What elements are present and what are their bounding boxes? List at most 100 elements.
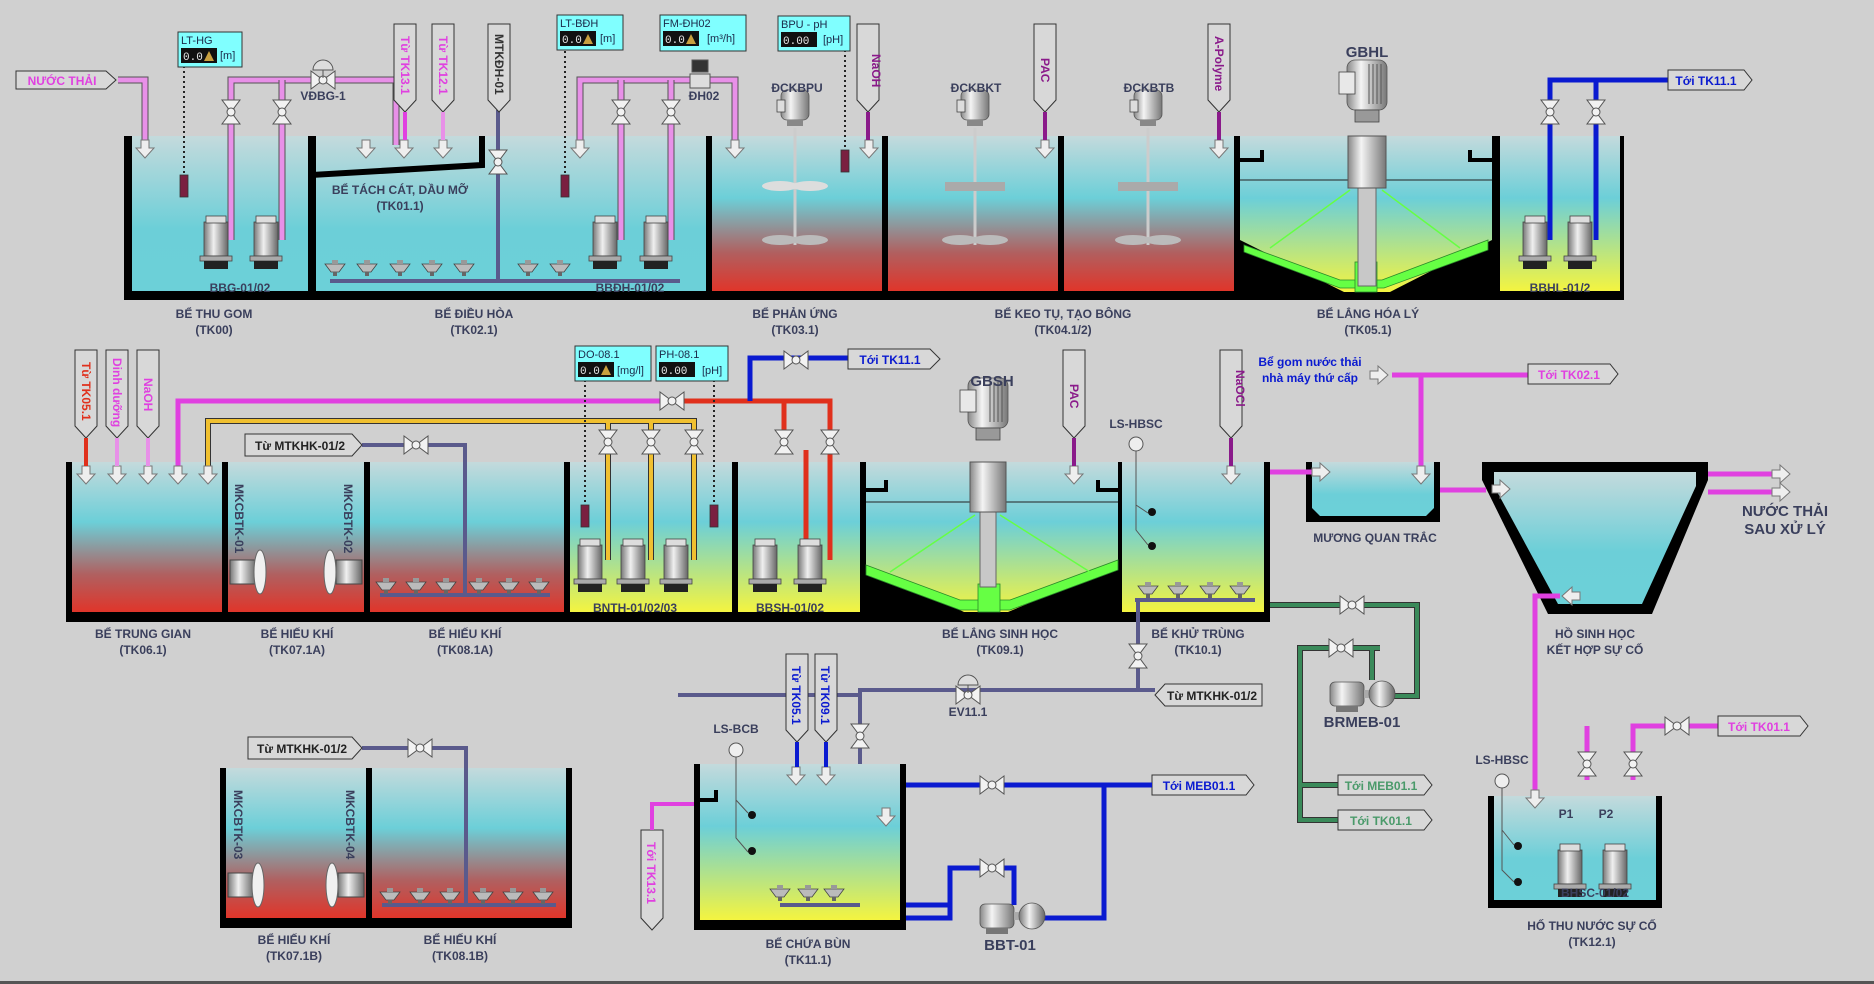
feed-tag-tu-tk131[interactable]: Từ TK13.1: [393, 23, 417, 140]
tag-tu-mtkhk-b[interactable]: Từ MTKHK-01/2: [1154, 683, 1263, 707]
valve-bnth-02[interactable]: [641, 429, 661, 455]
pump-bbhl-02[interactable]: [1563, 215, 1597, 270]
pump-bbg-02[interactable]: [249, 215, 283, 270]
feed-tag-dinh-duong[interactable]: Dinh dưỡng: [105, 349, 129, 466]
tank-muong-quan-trac[interactable]: [1306, 462, 1440, 522]
sensor-lt-hg[interactable]: LT-HG 0.0 [m]: [177, 31, 243, 68]
pipe-air-tk08b: [362, 746, 556, 907]
tank-tk03[interactable]: [706, 136, 886, 300]
mixer-mkcbtk-02[interactable]: [323, 549, 363, 595]
pump-bbdh-02[interactable]: [639, 215, 673, 270]
pump-bbhl-01[interactable]: [1518, 215, 1552, 270]
tank-label-tk08b: BỂ HIẾU KHÍ: [424, 932, 497, 947]
motor-gbhl[interactable]: [1338, 59, 1388, 123]
mixer-dckbtb[interactable]: [1115, 89, 1181, 245]
tag-tu-mtkhk-a[interactable]: Từ MTKHK-01/2: [244, 433, 363, 457]
feed-tag-pac-1[interactable]: PAC: [1033, 23, 1057, 140]
svg-text:NƯỚC THẢI: NƯỚC THẢI: [28, 73, 97, 88]
feed-tag-toi-tk131[interactable]: Tới TK13.1: [640, 800, 694, 931]
valve-return-sludge[interactable]: [659, 391, 685, 411]
pump-bbsh-01[interactable]: [748, 538, 782, 593]
mixer-mkcbtk-04[interactable]: [325, 862, 365, 908]
valve-bbsh-02[interactable]: [820, 429, 840, 455]
pump-bbg-01[interactable]: [199, 215, 233, 270]
valve-bbg-02[interactable]: [272, 99, 292, 125]
valve-bnth-03[interactable]: [684, 429, 704, 455]
feed-tag-naoh-2[interactable]: NaOH: [136, 349, 160, 466]
tank-bbsh[interactable]: [732, 462, 864, 622]
tag-toi-tk111-top[interactable]: Tới TK11.1: [1667, 69, 1753, 91]
tank-code-tk07b: (TK07.1B): [266, 949, 322, 963]
mixer-dckbkt[interactable]: [942, 89, 1008, 245]
tank-tk09[interactable]: [860, 461, 1124, 622]
feed-tag-naocl[interactable]: NaOCl: [1219, 349, 1247, 466]
sensor-lt-bdh[interactable]: LT-BĐH 0.0 [m]: [556, 14, 624, 51]
tank-tk07a[interactable]: [222, 462, 368, 622]
tag-toi-tk021[interactable]: Tới TK02.1: [1527, 363, 1619, 385]
valve-green-2[interactable]: [1328, 638, 1354, 658]
control-valve-ev111[interactable]: [955, 674, 981, 705]
valve-bnth-01[interactable]: [598, 429, 618, 455]
sensor-ph-081[interactable]: PH-08.1 0.00 [pH]: [655, 345, 729, 382]
tank-tk02[interactable]: [309, 136, 710, 300]
valve-toi-meb-blue[interactable]: [979, 775, 1005, 795]
tag-toi-meb-blue[interactable]: Tới MEB01.1: [1151, 774, 1255, 796]
tank-tk05[interactable]: [1234, 135, 1498, 300]
feed-tag-pac-2[interactable]: PAC: [1062, 349, 1086, 466]
tag-toi-tk011-pink[interactable]: Tới TK01.1: [1717, 715, 1809, 737]
mixer-mkcbtk-03[interactable]: [227, 862, 265, 908]
tag-toi-tk111-mid[interactable]: Tới TK11.1: [847, 348, 941, 370]
device-tag-mtkdh[interactable]: MTKĐH-01: [487, 23, 511, 113]
valve-bbdh-02[interactable]: [661, 99, 681, 125]
valve-tk12-out[interactable]: [1664, 716, 1690, 736]
control-valve-vdbg[interactable]: [310, 59, 336, 90]
valve-p2[interactable]: [1623, 751, 1643, 777]
pump-bnth-03[interactable]: [659, 538, 693, 593]
sensor-do-081[interactable]: DO-08.1 0.0 [mg/l]: [574, 345, 652, 382]
pump-bbsh-02[interactable]: [793, 538, 827, 593]
feed-tag-tu-tk09-b[interactable]: Từ TK09.1: [814, 653, 838, 767]
tank-tk11[interactable]: [694, 764, 906, 930]
sensor-fm-dh02[interactable]: FM-ĐH02 0.0 [m³/h]: [659, 14, 747, 52]
valve-bbhl-02[interactable]: [1586, 99, 1606, 125]
tank-tk04-1[interactable]: [882, 136, 1062, 300]
valve-air-tk08a[interactable]: [403, 435, 429, 455]
tag-tu-mtkhk-c[interactable]: Từ MTKHK-01/2: [247, 736, 363, 760]
feed-tag-a-polyme[interactable]: A-Polyme: [1207, 23, 1231, 140]
valve-p1[interactable]: [1577, 751, 1597, 777]
tag-toi-tk011-green[interactable]: Tới TK01.1: [1337, 809, 1433, 831]
tag-nuoc-thai[interactable]: NƯỚC THẢI: [15, 70, 117, 90]
tank-ho-sinh-hoc[interactable]: [1482, 462, 1708, 614]
level-switch-ls-hbsc-tk10[interactable]: [1128, 436, 1156, 550]
valve-green-1[interactable]: [1339, 595, 1365, 615]
feed-tag-tu-tk121[interactable]: Từ TK12.1: [431, 23, 455, 140]
pump-bnth-01[interactable]: [573, 538, 607, 593]
valve-toi-tk111-mid[interactable]: [783, 350, 809, 370]
mixer-dckbpu[interactable]: [762, 89, 828, 245]
feed-tag-naoh-1[interactable]: NaOH: [856, 23, 883, 140]
feed-tag-tu-tk05-b[interactable]: Từ TK05.1: [785, 653, 809, 767]
valve-air-tk10[interactable]: [1128, 643, 1148, 669]
valve-bbg-01[interactable]: [221, 99, 241, 125]
pump-bbt-01[interactable]: [979, 902, 1046, 935]
pump-bnth-02[interactable]: [616, 538, 650, 593]
feed-tag-tu-tk051[interactable]: Từ TK05.1: [74, 349, 98, 466]
valve-air-tk08b[interactable]: [407, 738, 433, 758]
tag-toi-meb-green[interactable]: Tới MEB01.1: [1337, 774, 1433, 796]
valve-bbdh-01[interactable]: [611, 99, 631, 125]
valve-air-tk11[interactable]: [850, 723, 870, 749]
sensor-bpu-ph[interactable]: BPU - pH 0.00 [pH]: [777, 15, 851, 52]
level-switch-ls-hbsc-tk12[interactable]: [1494, 773, 1522, 886]
tank-tk06[interactable]: [66, 462, 226, 622]
flowmeter-dh02[interactable]: [689, 59, 711, 89]
mixer-mkcbtk-01[interactable]: [229, 549, 267, 595]
pump-bbdh-01[interactable]: [588, 215, 622, 270]
svg-text:Từ TK05.1: Từ TK05.1: [789, 666, 803, 725]
valve-bbt[interactable]: [979, 858, 1005, 878]
pump-brmeb-01[interactable]: [1329, 680, 1396, 713]
valve-bbhl-01[interactable]: [1540, 99, 1560, 125]
valve-bbsh-01[interactable]: [774, 429, 794, 455]
tank-bbhl[interactable]: [1494, 136, 1624, 300]
svg-text:0.0: 0.0: [580, 366, 600, 378]
level-switch-ls-bcb[interactable]: [728, 742, 756, 855]
